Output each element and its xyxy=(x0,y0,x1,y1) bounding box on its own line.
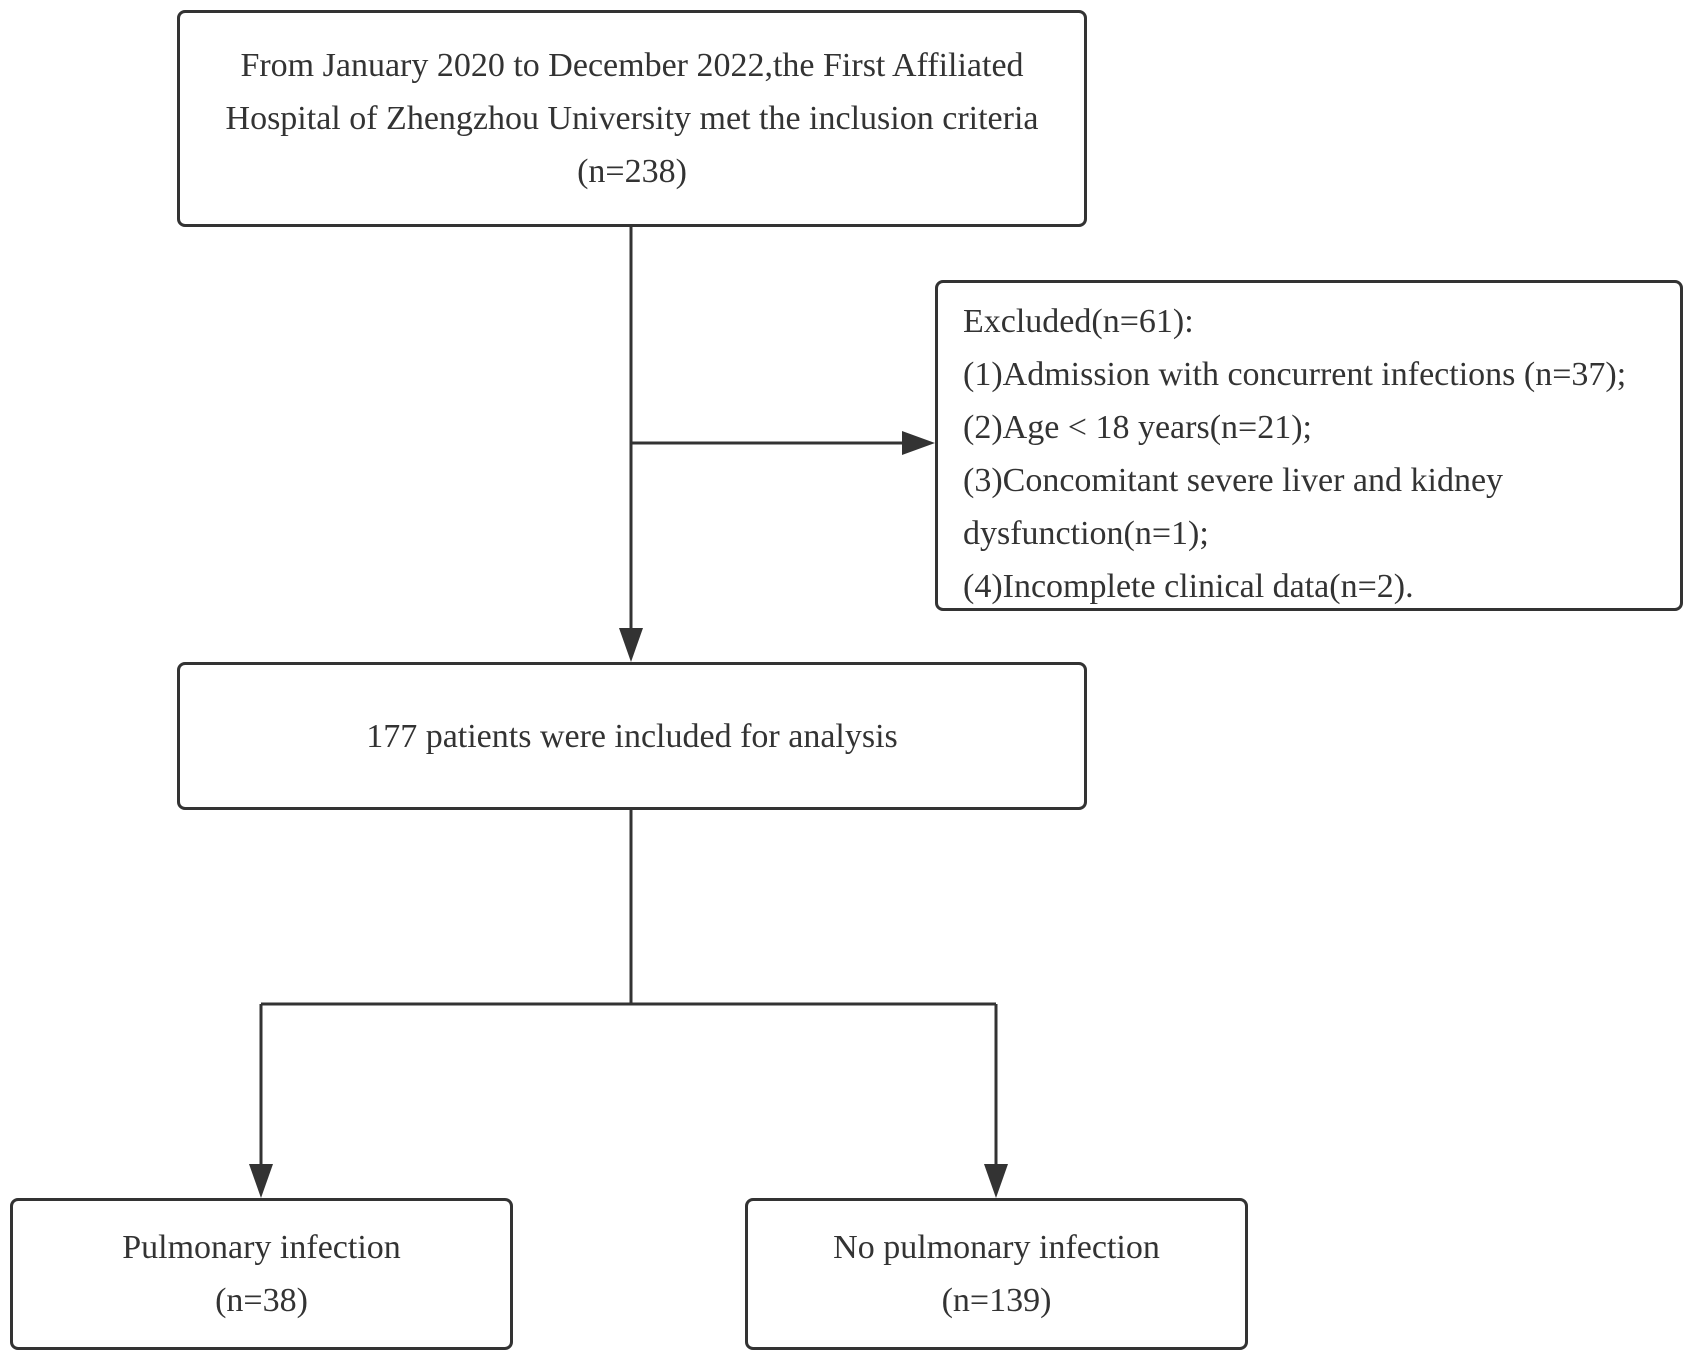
included-text: 177 patients were included for analysis xyxy=(366,717,898,755)
arrowhead-no-pulmonary xyxy=(984,1164,1008,1198)
included-box: 177 patients were included for analysis xyxy=(177,662,1087,810)
pulmonary-infection-count: (n=38) xyxy=(215,1282,308,1319)
excluded-box: Excluded(n=61): (1)Admission with concur… xyxy=(935,280,1683,611)
no-pulmonary-infection-label: No pulmonary infection xyxy=(833,1229,1160,1266)
pulmonary-infection-box: Pulmonary infection (n=38) xyxy=(10,1198,513,1350)
source-line-2: Hospital of Zhengzhou University met the… xyxy=(225,100,1039,137)
excluded-item-3b: dysfunction(n=1); xyxy=(963,515,1209,552)
no-pulmonary-infection-count: (n=139) xyxy=(941,1282,1052,1319)
excluded-item-3a: (3)Concomitant severe liver and kidney xyxy=(963,462,1504,499)
arrowhead-included xyxy=(619,628,643,662)
pulmonary-infection-label: Pulmonary infection xyxy=(122,1229,401,1266)
excluded-item-1: (1)Admission with concurrent infections … xyxy=(963,356,1627,393)
source-line-1: From January 2020 to December 2022,the F… xyxy=(240,47,1024,84)
excluded-item-2: (2)Age < 18 years(n=21); xyxy=(963,409,1312,446)
arrowhead-pulmonary xyxy=(249,1164,273,1198)
excluded-item-4: (4)Incomplete clinical data(n=2). xyxy=(963,568,1414,605)
arrowhead-excluded xyxy=(902,431,935,455)
source-line-3: (n=238) xyxy=(577,153,687,190)
excluded-heading: Excluded(n=61): xyxy=(963,303,1194,340)
no-pulmonary-infection-box: No pulmonary infection (n=139) xyxy=(745,1198,1248,1350)
source-population-box: From January 2020 to December 2022,the F… xyxy=(177,10,1087,227)
